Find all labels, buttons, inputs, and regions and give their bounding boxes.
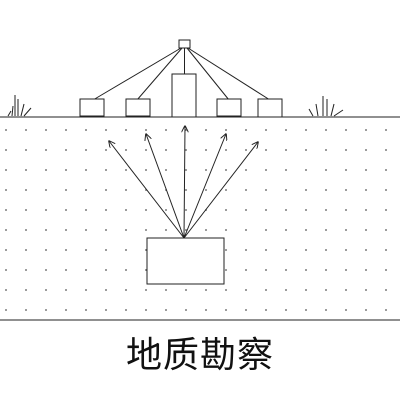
ground-strata (0, 116, 400, 321)
signal-arrow-1 (109, 141, 185, 239)
guy-wire-4 (187, 47, 271, 101)
grass-tuft-left (7, 95, 32, 117)
guy-wire-1 (92, 47, 182, 101)
sensor-box-4 (257, 98, 283, 118)
surface-equipment (79, 39, 283, 118)
signal-arrows (109, 126, 258, 239)
guy-wire-2 (136, 47, 183, 101)
guy-wire-3 (186, 47, 230, 101)
central-rig (171, 73, 197, 118)
sensor-box-1 (79, 98, 105, 117)
signal-arrow-4 (183, 134, 226, 239)
underground-target-body (146, 237, 225, 285)
tower-top-box (178, 39, 191, 49)
signal-arrow-5 (183, 142, 258, 239)
sensor-box-2 (125, 98, 151, 117)
sensor-box-3 (216, 98, 242, 117)
soil-layer (0, 118, 400, 320)
diagram-caption: 地质勘察 (125, 335, 274, 376)
signal-arrow-2 (146, 134, 185, 239)
grass-tuft-right (308, 96, 344, 117)
signal-arrow-3 (184, 126, 185, 239)
